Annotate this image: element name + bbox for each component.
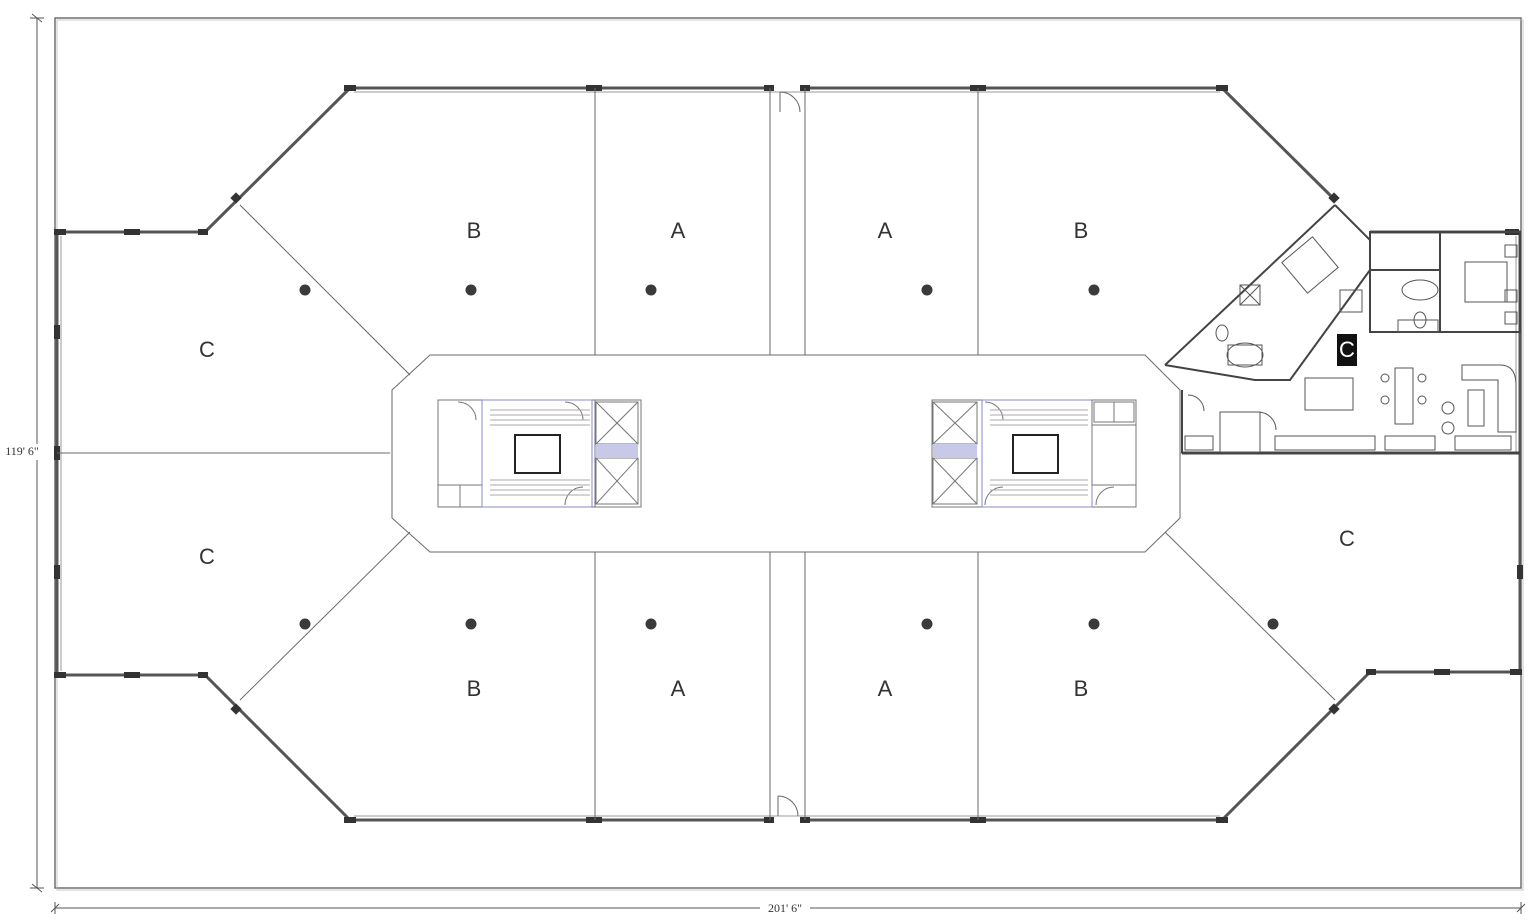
column [465,618,477,630]
columns [299,284,1279,630]
core-corridor [391,354,1181,553]
column [465,284,477,296]
unit-label-b-bottom-right: B [1074,676,1089,701]
furniture [1184,236,1518,453]
elevator-accent [596,444,638,458]
highlight-label-bg [1337,334,1357,366]
column [921,284,933,296]
unit-label-a-top-right: A [878,218,893,243]
unit-label-c-lower-left: C [199,544,215,569]
column [1267,618,1279,630]
elevator-accent-right [933,444,977,458]
unit-label-b-top-right: B [1074,218,1089,243]
column [645,284,657,296]
height-dimension-label: 119' 6" [5,444,39,458]
width-dimension-label: 201' 6" [768,901,802,915]
unit-label-a-bottom-right: A [878,676,893,701]
unit-label-c-lower-right: C [1339,526,1355,551]
column [645,618,657,630]
furnished-unit [1164,204,1521,455]
corridor-doors [777,91,801,817]
column [1088,284,1100,296]
unit-label-a-top-left: A [671,218,686,243]
unit-label-c-upper-left: C [199,337,215,362]
unit-label-a-bottom-left: A [671,676,686,701]
column [921,618,933,630]
column [299,284,311,296]
core-left [437,399,642,508]
site-boundary-shadow [56,19,1524,891]
core-right [931,399,1137,508]
unit-label-b-top-left: B [467,218,482,243]
column [1088,618,1100,630]
column [299,618,311,630]
unit-label-b-bottom-left: B [467,676,482,701]
unit-label-c-furnished: C [1339,337,1355,362]
